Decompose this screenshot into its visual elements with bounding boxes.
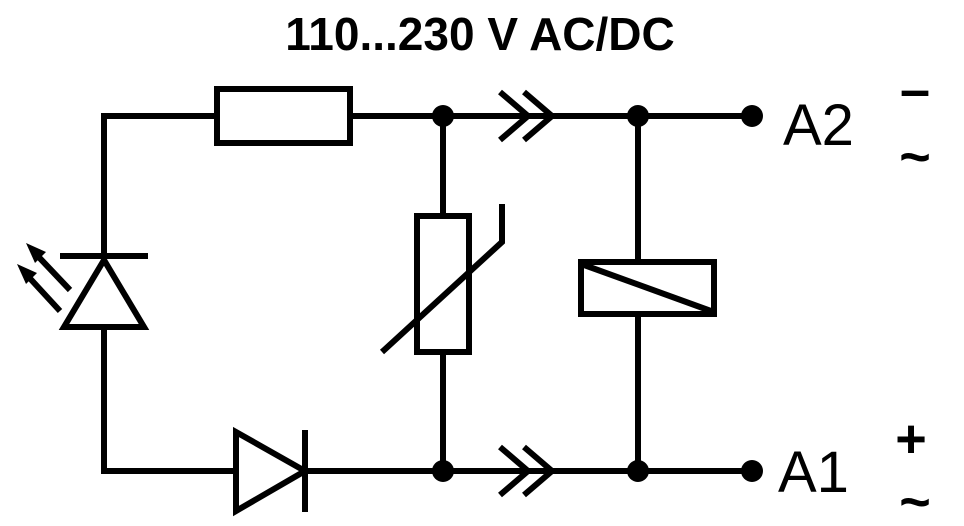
plug-connector-bottom [498,444,557,498]
terminal-dot-a2 [741,105,763,127]
diode-symbol [233,426,312,517]
polarity-minus: – [900,60,930,120]
resistor-symbol [214,86,353,146]
ac-symbol-top: ~ [899,127,931,187]
terminal-label-a1: A1 [778,440,849,505]
terminal-label-a2: A2 [783,93,854,158]
junction-dot [432,460,454,482]
junction-dot [627,460,649,482]
polarity-plus: + [895,409,927,469]
junction-dot [432,105,454,127]
supply-voltage-title: 110...230 V AC/DC [285,8,675,60]
relay-coil-symbol [578,116,717,471]
led-symbol [17,243,150,330]
light-emission-arrows [17,243,73,314]
terminal-dot-a1 [741,460,763,482]
varistor-symbol [379,116,505,471]
junction-dot [627,105,649,127]
ac-symbol-bottom: ~ [899,472,931,526]
plug-connector-top [498,89,557,143]
junction-dots [432,105,763,482]
